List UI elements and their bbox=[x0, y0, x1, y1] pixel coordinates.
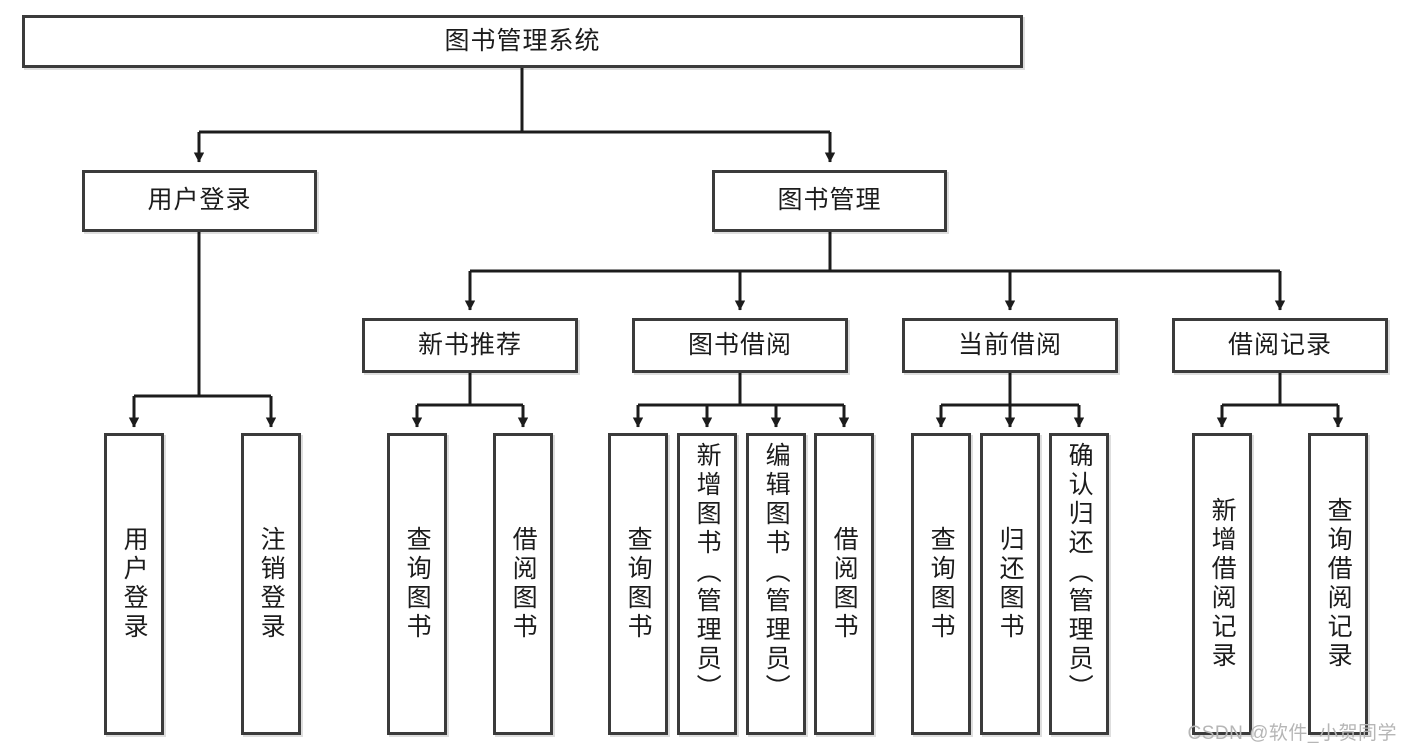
node-new-book-rec-label: 新书推荐 bbox=[417, 330, 522, 359]
node-leaf-borrow-book-2-label: 借阅图书 bbox=[830, 526, 859, 642]
node-leaf-user-login[interactable]: 用户登录 bbox=[104, 433, 164, 735]
node-new-book-rec[interactable]: 新书推荐 bbox=[362, 318, 578, 373]
node-book-manage[interactable]: 图书管理 bbox=[712, 170, 947, 232]
node-leaf-user-login-label: 用户登录 bbox=[120, 526, 149, 642]
node-leaf-add-record[interactable]: 新增借阅记录 bbox=[1192, 433, 1252, 735]
node-leaf-query-book-1-label: 查询图书 bbox=[403, 526, 432, 642]
node-leaf-query-record-label: 查询借阅记录 bbox=[1324, 497, 1353, 671]
node-user-login-label: 用户登录 bbox=[147, 186, 252, 215]
node-leaf-query-book-3-label: 查询图书 bbox=[927, 526, 956, 642]
node-current-borrow[interactable]: 当前借阅 bbox=[902, 318, 1118, 373]
node-leaf-edit-book-label: 编辑图书（管理员） bbox=[762, 442, 791, 703]
node-leaf-add-book[interactable]: 新增图书（管理员） bbox=[677, 433, 737, 735]
node-book-manage-label: 图书管理 bbox=[777, 186, 882, 215]
node-leaf-return-book-label: 归还图书 bbox=[996, 526, 1025, 642]
node-leaf-query-record[interactable]: 查询借阅记录 bbox=[1308, 433, 1368, 735]
node-leaf-user-logout-label: 注销登录 bbox=[257, 526, 286, 642]
node-leaf-add-record-label: 新增借阅记录 bbox=[1208, 497, 1237, 671]
node-leaf-query-book-1[interactable]: 查询图书 bbox=[387, 433, 447, 735]
node-leaf-confirm-return[interactable]: 确认归还（管理员） bbox=[1049, 433, 1109, 735]
node-leaf-query-book-2-label: 查询图书 bbox=[624, 526, 653, 642]
node-leaf-return-book[interactable]: 归还图书 bbox=[980, 433, 1040, 735]
node-book-borrow[interactable]: 图书借阅 bbox=[632, 318, 848, 373]
watermark: CSDN @软件_小贺同学 bbox=[1187, 723, 1397, 744]
node-leaf-borrow-book-1-label: 借阅图书 bbox=[509, 526, 538, 642]
node-root[interactable]: 图书管理系统 bbox=[22, 15, 1023, 68]
node-root-label: 图书管理系统 bbox=[444, 26, 601, 55]
node-leaf-user-logout[interactable]: 注销登录 bbox=[241, 433, 301, 735]
node-book-borrow-label: 图书借阅 bbox=[687, 330, 792, 359]
node-borrow-record-label: 借阅记录 bbox=[1227, 330, 1332, 359]
node-user-login[interactable]: 用户登录 bbox=[82, 170, 317, 232]
node-leaf-query-book-2[interactable]: 查询图书 bbox=[608, 433, 668, 735]
node-leaf-confirm-return-label: 确认归还（管理员） bbox=[1065, 442, 1094, 703]
node-current-borrow-label: 当前借阅 bbox=[957, 330, 1062, 359]
node-leaf-query-book-3[interactable]: 查询图书 bbox=[911, 433, 971, 735]
node-leaf-edit-book[interactable]: 编辑图书（管理员） bbox=[746, 433, 806, 735]
node-leaf-borrow-book-1[interactable]: 借阅图书 bbox=[493, 433, 553, 735]
node-borrow-record[interactable]: 借阅记录 bbox=[1172, 318, 1388, 373]
node-leaf-add-book-label: 新增图书（管理员） bbox=[693, 442, 722, 703]
node-leaf-borrow-book-2[interactable]: 借阅图书 bbox=[814, 433, 874, 735]
